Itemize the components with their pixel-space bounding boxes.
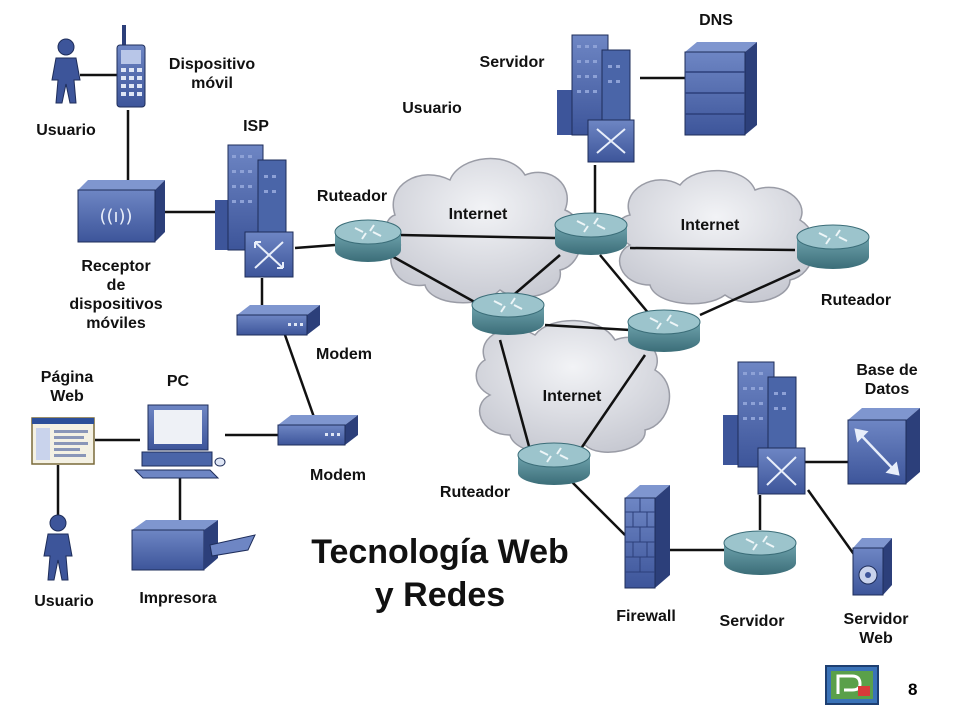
mobile-phone-icon bbox=[116, 25, 146, 108]
pc-icon bbox=[133, 404, 226, 479]
isp-building-icon bbox=[215, 144, 294, 278]
label-dispositivo-movil: Dispositivo móvil bbox=[168, 56, 256, 92]
label-base-datos: Base de Datos bbox=[856, 362, 918, 398]
slide-title-line-2: y Redes bbox=[374, 576, 506, 614]
label-isp: ISP bbox=[243, 118, 269, 135]
label-ruteador-right: Ruteador bbox=[820, 292, 892, 309]
label-pagina-web: Página Web bbox=[40, 369, 94, 405]
router-icon-mid-right bbox=[627, 309, 701, 352]
database-icon bbox=[847, 408, 920, 485]
router-icon-center-top bbox=[554, 212, 628, 255]
label-dns: DNS bbox=[699, 12, 733, 29]
router-icon-mid-left bbox=[471, 292, 545, 335]
slide-title-line-1: Tecnología Web bbox=[311, 533, 569, 571]
user-icon-top bbox=[51, 38, 81, 104]
label-usuario-mid: Usuario bbox=[402, 100, 462, 117]
label-ruteador-left: Ruteador bbox=[316, 188, 388, 205]
firewall-icon bbox=[624, 485, 670, 589]
label-usuario-top: Usuario bbox=[36, 122, 96, 139]
web-page-icon bbox=[31, 417, 95, 465]
router-icon-left bbox=[334, 219, 402, 262]
label-modem-2: Modem bbox=[310, 467, 366, 484]
label-internet-2: Internet bbox=[680, 217, 740, 234]
modem-icon-2 bbox=[277, 415, 358, 446]
router-icon-right bbox=[796, 224, 870, 269]
modem-icon-1 bbox=[236, 305, 320, 336]
label-pc: PC bbox=[166, 373, 190, 390]
server-building-icon-bottom bbox=[723, 361, 806, 495]
page-number: 8 bbox=[908, 680, 918, 699]
label-servidor-web: Servidor Web bbox=[843, 611, 909, 647]
dns-server-icon bbox=[684, 42, 757, 136]
label-impresora: Impresora bbox=[139, 590, 217, 607]
label-receptor: Receptor de dispositivos móviles bbox=[69, 258, 163, 332]
label-ruteador-bottom: Ruteador bbox=[439, 484, 511, 501]
institution-logo-icon bbox=[825, 665, 879, 705]
printer-icon bbox=[131, 520, 256, 571]
label-servidor-top: Servidor bbox=[479, 54, 545, 71]
web-server-icon bbox=[852, 538, 892, 596]
label-internet-3: Internet bbox=[542, 388, 602, 405]
label-internet-1: Internet bbox=[448, 206, 508, 223]
label-servidor-bottom: Servidor bbox=[719, 613, 785, 630]
internet-cloud-3 bbox=[475, 319, 671, 455]
label-modem-1: Modem bbox=[316, 346, 372, 363]
server-building-icon-top bbox=[557, 34, 635, 163]
label-firewall: Firewall bbox=[616, 608, 676, 625]
network-links bbox=[56, 73, 860, 561]
internet-cloud-2 bbox=[616, 169, 816, 305]
svg-text:((ı)): ((ı)) bbox=[99, 206, 132, 227]
router-icon-bottom bbox=[517, 442, 591, 485]
label-usuario-bottom: Usuario bbox=[34, 593, 94, 610]
server-router-icon-bottom bbox=[723, 530, 797, 575]
internet-cloud-1 bbox=[385, 157, 582, 304]
wireless-receiver-icon: ((ı)) bbox=[77, 180, 165, 243]
user-icon-bottom bbox=[43, 514, 73, 581]
